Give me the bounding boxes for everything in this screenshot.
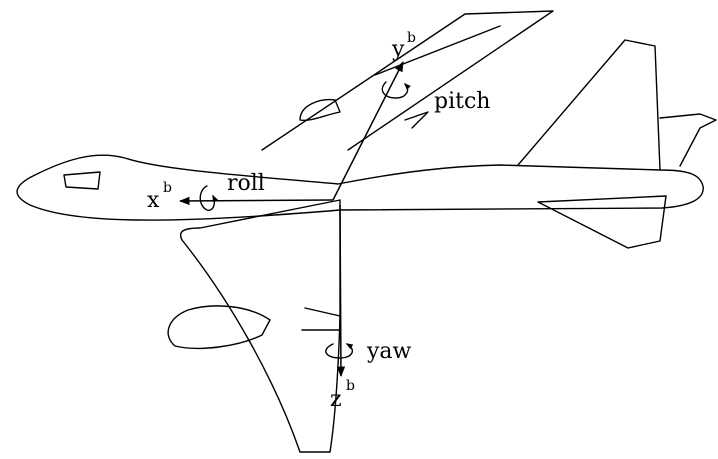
vertical-tail: [517, 39, 661, 171]
z-axis-label: z: [330, 387, 342, 412]
far-wing: [261, 10, 554, 151]
y-axis-label: y: [391, 37, 405, 62]
fuselage: [16, 154, 704, 221]
pitch-rotation-arrow: [381, 81, 411, 99]
pitch-label: pitch: [434, 89, 490, 114]
cockpit-window: [63, 171, 101, 190]
far-engine: [299, 98, 341, 122]
yaw-rotation-arrow: [325, 343, 354, 359]
x-axis-label: x: [147, 188, 160, 213]
y-axis-arrow: [332, 61, 404, 201]
horizontal-stabilizer: [537, 195, 667, 249]
yaw-label: yaw: [366, 339, 412, 364]
z-axis-arrow: [336, 204, 346, 378]
roll-rotation-arrow: [199, 185, 219, 211]
roll-label: roll: [227, 171, 265, 196]
near-wing: [179, 199, 341, 453]
z-axis-superscript: b: [346, 378, 355, 394]
far-wing-pylon: [404, 111, 429, 129]
near-engine: [167, 305, 271, 350]
y-axis-superscript: b: [407, 30, 416, 46]
tail-fin-detail: [659, 113, 717, 167]
near-wing-pylon: [301, 307, 341, 331]
x-axis-arrow: [178, 196, 334, 206]
x-axis-superscript: b: [163, 180, 172, 196]
